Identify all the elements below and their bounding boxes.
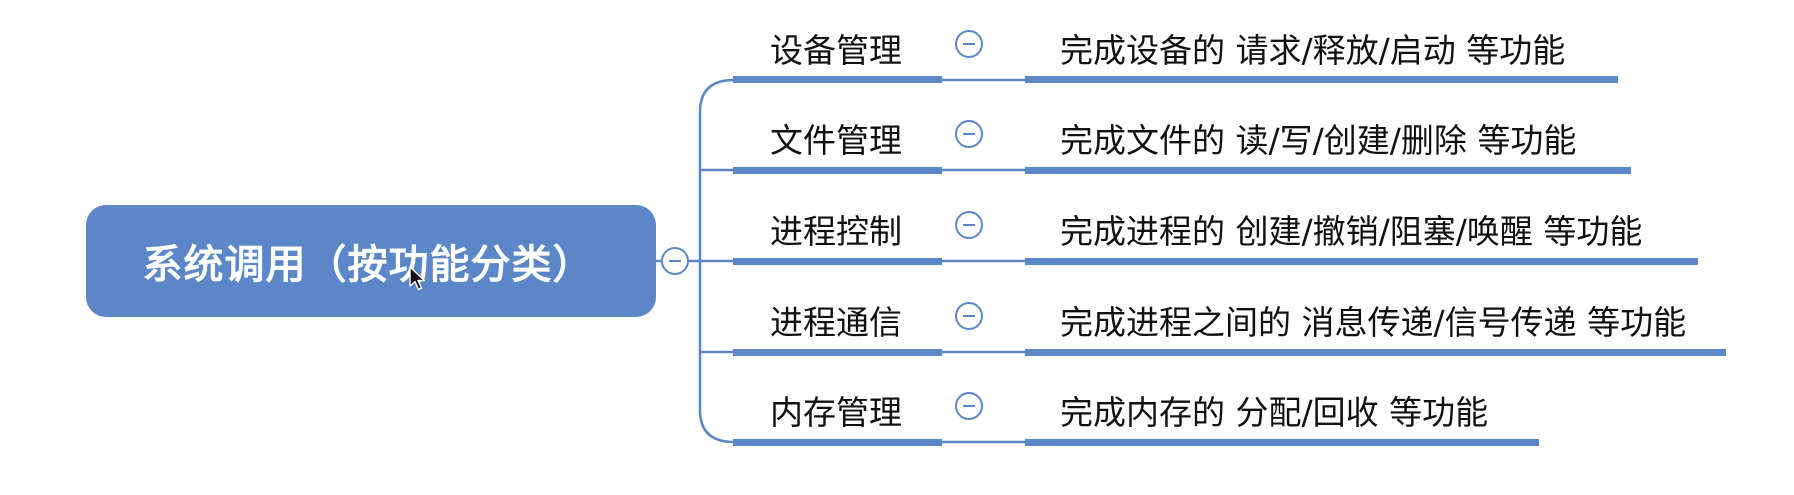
minus-circle-icon[interactable] bbox=[955, 211, 983, 239]
leaf-file-management[interactable]: 完成文件的 读/写/创建/删除 等功能 bbox=[1060, 121, 1577, 160]
root-topic-label: 系统调用（按功能分类） bbox=[142, 242, 594, 288]
branch-process-control[interactable]: 进程控制 bbox=[770, 212, 902, 251]
leaf-underline bbox=[1025, 167, 1631, 174]
minus-circle-icon[interactable] bbox=[955, 120, 983, 148]
branch-underline bbox=[733, 167, 942, 174]
branch-underline bbox=[733, 76, 942, 83]
minus-circle-icon[interactable] bbox=[955, 30, 983, 58]
minus-circle-icon[interactable] bbox=[661, 247, 689, 275]
minus-circle-icon[interactable] bbox=[955, 302, 983, 330]
minus-circle-icon[interactable] bbox=[955, 392, 983, 420]
leaf-device-management[interactable]: 完成设备的 请求/释放/启动 等功能 bbox=[1060, 31, 1566, 70]
branch-underline bbox=[733, 258, 942, 265]
leaf-process-control[interactable]: 完成进程的 创建/撤销/阻塞/唤醒 等功能 bbox=[1060, 212, 1643, 251]
root-topic[interactable]: 系统调用（按功能分类） bbox=[86, 205, 656, 317]
branch-file-management[interactable]: 文件管理 bbox=[770, 121, 902, 160]
mouse-pointer-icon bbox=[409, 266, 426, 291]
branch-process-communication[interactable]: 进程通信 bbox=[770, 303, 902, 342]
branch-device-management[interactable]: 设备管理 bbox=[770, 31, 902, 70]
leaf-underline bbox=[1025, 349, 1726, 356]
leaf-memory-management[interactable]: 完成内存的 分配/回收 等功能 bbox=[1060, 393, 1489, 432]
leaf-underline bbox=[1025, 258, 1698, 265]
leaf-underline bbox=[1025, 439, 1539, 446]
branch-memory-management[interactable]: 内存管理 bbox=[770, 393, 902, 432]
branch-underline bbox=[733, 349, 942, 356]
leaf-process-communication[interactable]: 完成进程之间的 消息传递/信号传递 等功能 bbox=[1060, 303, 1687, 342]
leaf-underline bbox=[1025, 76, 1618, 83]
branch-underline bbox=[733, 439, 942, 446]
